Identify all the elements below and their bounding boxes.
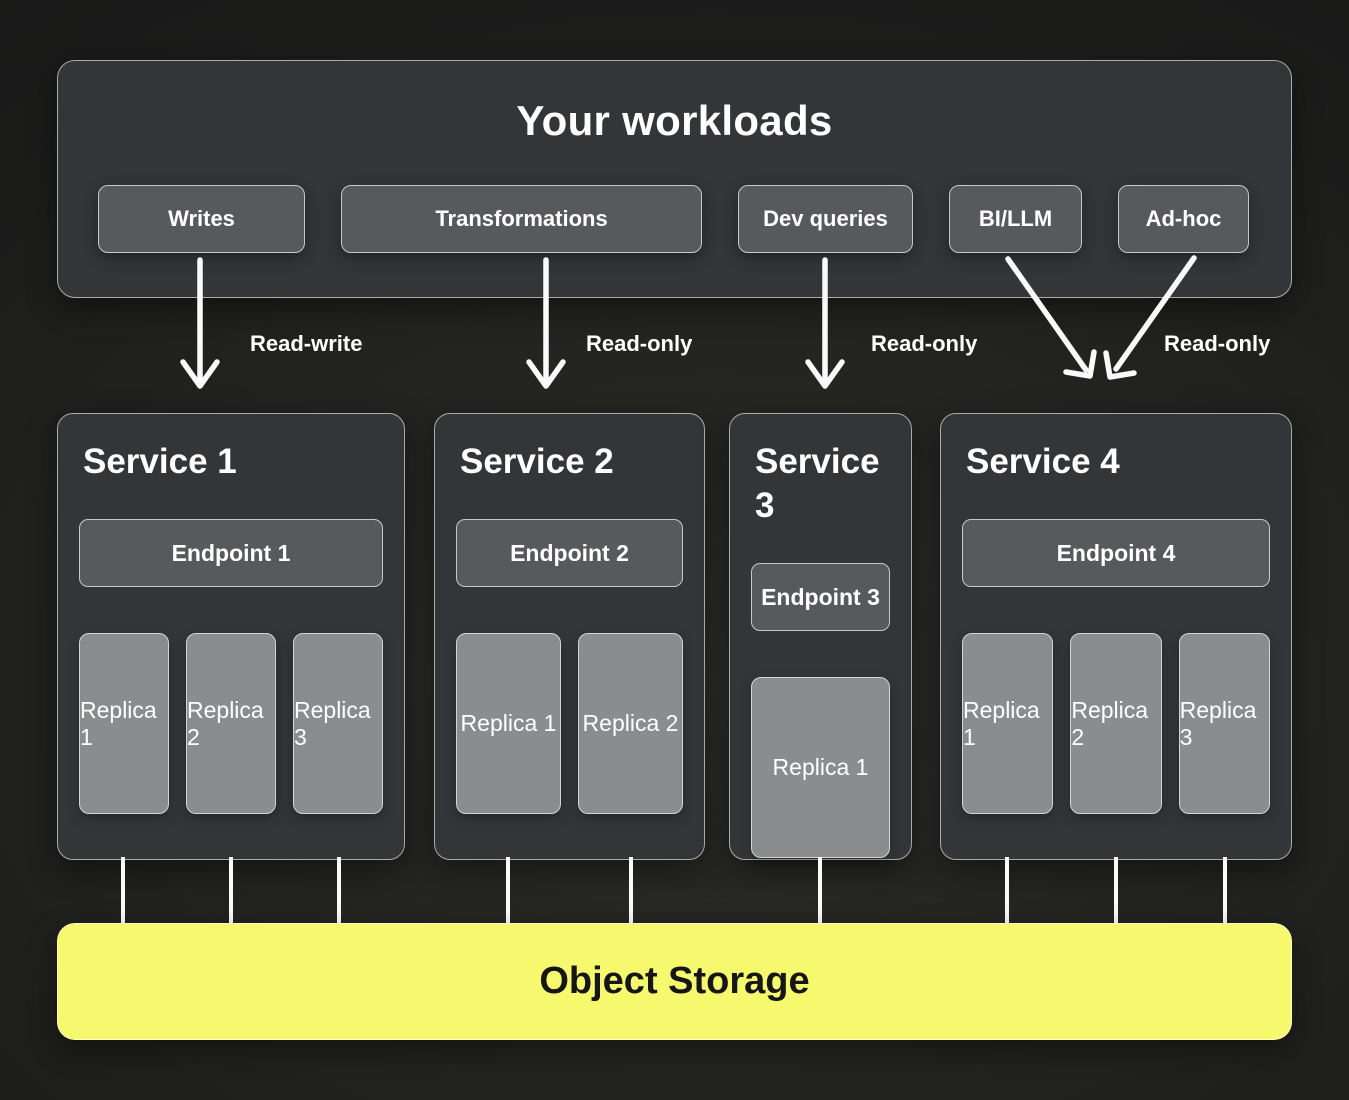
replica-storage-connector — [1114, 857, 1118, 927]
replica: Replica 1 — [962, 633, 1054, 814]
chip-transformations-label: Transformations — [435, 206, 608, 231]
service-2-replicas: Replica 1 Replica 2 — [456, 633, 683, 814]
replica: Replica 1 — [79, 633, 169, 814]
service-1-endpoint-label: Endpoint 1 — [171, 539, 291, 566]
chip-transformations: Transformations — [341, 185, 702, 253]
service-1-title: Service 1 — [83, 442, 237, 481]
replica: Replica 1 — [751, 677, 890, 858]
service-1-box: Service 1 Endpoint 1 Replica 1 Replica 2… — [57, 413, 405, 860]
service-2-box: Service 2 Endpoint 2 Replica 1 Replica 2 — [434, 413, 705, 860]
service-3-box: Service 3 Endpoint 3 Replica 1 — [729, 413, 912, 860]
replica: Replica 1 — [456, 633, 561, 814]
replica: Replica 3 — [1178, 633, 1270, 814]
replica-storage-connector — [1223, 857, 1227, 927]
chip-writes-label: Writes — [168, 206, 235, 231]
service-2-endpoint-label: Endpoint 2 — [510, 539, 629, 566]
chip-writes: Writes — [98, 185, 305, 253]
service-3-title: Service 3 — [755, 442, 880, 525]
service-4-replicas: Replica 1 Replica 2 Replica 3 — [962, 633, 1270, 814]
replica: Replica 2 — [578, 633, 683, 814]
replica: Replica 2 — [1070, 633, 1162, 814]
chip-ad-hoc-label: Ad-hoc — [1145, 206, 1222, 231]
service-1-endpoint: Endpoint 1 — [79, 519, 383, 587]
replica: Replica 2 — [186, 633, 276, 814]
service-3-endpoint-label: Endpoint 3 — [761, 583, 880, 610]
flow-label-read-only-1: Read-only — [586, 331, 693, 356]
chip-dev-queries: Dev queries — [738, 185, 913, 253]
replica-storage-connector — [629, 857, 633, 927]
object-storage-bar: Object Storage — [57, 923, 1292, 1040]
chip-bi-llm-label: BI/LLM — [978, 206, 1053, 231]
service-4-endpoint: Endpoint 4 — [962, 519, 1270, 587]
service-4-box: Service 4 Endpoint 4 Replica 1 Replica 2… — [940, 413, 1292, 860]
chip-ad-hoc: Ad-hoc — [1118, 185, 1249, 253]
workloads-panel: Your workloads Writes Transformations De… — [57, 60, 1292, 298]
service-4-endpoint-label: Endpoint 4 — [1056, 539, 1176, 566]
replica-storage-connector — [1005, 857, 1009, 927]
replica-storage-connector — [229, 857, 233, 927]
replica-storage-connector — [506, 857, 510, 927]
service-4-title: Service 4 — [966, 442, 1120, 481]
workloads-title: Your workloads — [516, 97, 833, 144]
service-2-endpoint: Endpoint 2 — [456, 519, 683, 587]
object-storage-label: Object Storage — [539, 960, 810, 1002]
replica-storage-connector — [337, 857, 341, 927]
service-3-endpoint: Endpoint 3 — [751, 563, 890, 631]
chip-bi-llm: BI/LLM — [949, 185, 1082, 253]
flow-label-read-write: Read-write — [250, 331, 363, 356]
replica-storage-connector — [818, 857, 822, 927]
replica: Replica 3 — [293, 633, 383, 814]
chip-dev-queries-label: Dev queries — [763, 206, 888, 231]
replica-storage-connector — [121, 857, 125, 927]
service-3-replicas: Replica 1 — [751, 677, 890, 858]
service-1-replicas: Replica 1 Replica 2 Replica 3 — [79, 633, 383, 814]
flow-label-read-only-2: Read-only — [871, 331, 978, 356]
service-2-title: Service 2 — [460, 442, 614, 481]
flow-label-read-only-3: Read-only — [1164, 331, 1271, 356]
